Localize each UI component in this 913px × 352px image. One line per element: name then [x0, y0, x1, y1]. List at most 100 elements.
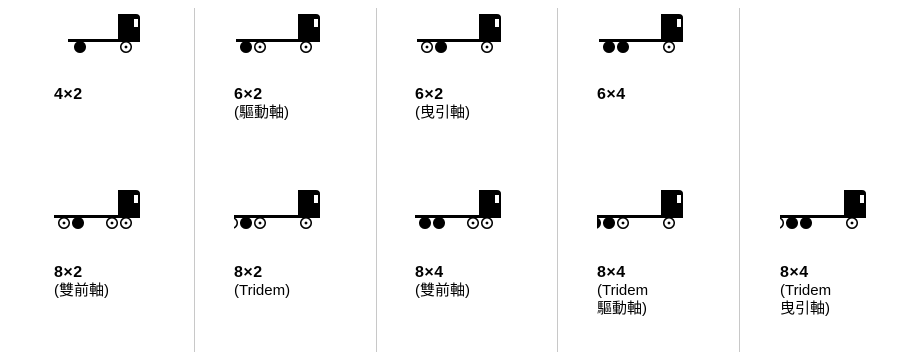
chassis-frame — [415, 215, 481, 218]
steer-wheel — [120, 217, 132, 229]
truck-cab — [298, 14, 320, 42]
cab-window — [495, 19, 499, 27]
steer-wheel — [780, 217, 784, 229]
cab-window — [677, 19, 681, 27]
steer-wheel — [234, 217, 238, 229]
drive-wheel — [433, 217, 445, 229]
axle-config-6x2-tag: 6×2 (曳引軸) — [415, 0, 595, 176]
truck-8x2-tridem-icon — [234, 190, 320, 229]
steer-wheel — [106, 217, 118, 229]
axle-config-6x4: 6×4 — [597, 0, 777, 176]
steer-wheel — [254, 217, 266, 229]
steer-wheel — [663, 217, 675, 229]
cab-window — [314, 195, 318, 203]
chassis-frame — [236, 39, 300, 42]
config-label: 8×4 (Tridem 曳引軸) — [780, 264, 831, 318]
config-label: 6×2 (驅動軸) — [234, 86, 289, 122]
truck-cab — [661, 190, 683, 218]
steer-wheel — [617, 217, 629, 229]
steer-wheel — [300, 217, 312, 229]
config-subtitle: (Tridem) — [234, 282, 291, 299]
column-divider — [739, 8, 740, 352]
drive-wheel — [240, 217, 252, 229]
drive-wheel — [603, 41, 615, 53]
truck-6x2-drive-icon — [236, 14, 320, 53]
config-subtitle: (Tridem 曳引軸) — [780, 282, 832, 317]
axle-config-8x4-tridem-tag: 8×4 (Tridem 曳引軸) — [780, 176, 913, 352]
axle-config-8x4-tridem-drive: 8×4 (Tridem 驅動軸) — [597, 176, 777, 352]
column-divider — [557, 8, 558, 352]
config-code: 4×2 — [54, 86, 83, 103]
drive-wheel — [617, 41, 629, 53]
config-subtitle: (雙前軸) — [415, 282, 470, 299]
config-code: 8×4 — [780, 264, 809, 281]
steer-wheel — [663, 41, 675, 53]
steer-wheel — [846, 217, 858, 229]
truck-8x4-twin-steer-icon — [415, 190, 501, 229]
steer-wheel — [254, 41, 266, 53]
column-divider — [376, 8, 377, 352]
config-code: 8×2 — [54, 264, 83, 281]
config-code: 6×4 — [597, 86, 626, 103]
drive-wheel — [786, 217, 798, 229]
truck-cab — [661, 14, 683, 42]
axle-config-8x2-twin-steer: 8×2 (雙前軸) — [54, 176, 234, 352]
cab-window — [860, 195, 864, 203]
drive-wheel — [800, 217, 812, 229]
config-label: 8×2 (Tridem) — [234, 264, 290, 300]
chassis-frame — [54, 215, 120, 218]
truck-6x2-tag-icon — [417, 14, 501, 53]
drive-wheel — [603, 217, 615, 229]
config-code: 8×4 — [415, 264, 444, 281]
truck-cab — [298, 190, 320, 218]
config-code: 8×4 — [597, 264, 626, 281]
truck-8x4-tridem-drive-icon — [597, 190, 683, 229]
config-code: 6×2 — [415, 86, 444, 103]
config-label: 8×4 (Tridem 驅動軸) — [597, 264, 648, 318]
config-label: 6×2 (曳引軸) — [415, 86, 470, 122]
steer-wheel — [467, 217, 479, 229]
column-divider — [194, 8, 195, 352]
drive-wheel — [435, 41, 447, 53]
steer-wheel — [481, 217, 493, 229]
axle-config-4x2: 4×2 — [54, 0, 234, 176]
truck-8x2-twin-steer-icon — [54, 190, 140, 229]
truck-8x4-tridem-tag-icon — [780, 190, 866, 229]
steer-wheel — [421, 41, 433, 53]
cab-window — [314, 19, 318, 27]
truck-cab — [479, 14, 501, 42]
config-label: 6×4 — [597, 86, 626, 104]
config-subtitle: (驅動軸) — [234, 104, 289, 121]
chassis-frame — [597, 215, 663, 218]
config-code: 8×2 — [234, 264, 263, 281]
config-label: 4×2 — [54, 86, 83, 104]
config-code: 6×2 — [234, 86, 263, 103]
drive-wheel — [74, 41, 86, 53]
cab-window — [134, 195, 138, 203]
config-subtitle: (曳引軸) — [415, 104, 470, 121]
axle-config-8x2-tridem: 8×2 (Tridem) — [234, 176, 414, 352]
truck-6x4-icon — [599, 14, 683, 53]
chassis-frame — [417, 39, 481, 42]
chassis-frame — [780, 215, 846, 218]
truck-cab — [844, 190, 866, 218]
axle-config-6x2-drive: 6×2 (驅動軸) — [234, 0, 414, 176]
drive-wheel — [72, 217, 84, 229]
config-subtitle: (Tridem 驅動軸) — [597, 282, 649, 317]
cab-window — [495, 195, 499, 203]
drive-wheel — [597, 217, 601, 229]
truck-cab — [118, 190, 140, 218]
steer-wheel — [58, 217, 70, 229]
config-label: 8×4 (雙前軸) — [415, 264, 470, 300]
chassis-frame — [68, 39, 120, 42]
cab-window — [677, 195, 681, 203]
axle-config-8x4-twin-steer: 8×4 (雙前軸) — [415, 176, 595, 352]
config-label: 8×2 (雙前軸) — [54, 264, 109, 300]
steer-wheel — [481, 41, 493, 53]
truck-cab — [118, 14, 140, 42]
cab-window — [134, 19, 138, 27]
chassis-frame — [234, 215, 300, 218]
steer-wheel — [120, 41, 132, 53]
truck-cab — [479, 190, 501, 218]
chassis-frame — [599, 39, 663, 42]
